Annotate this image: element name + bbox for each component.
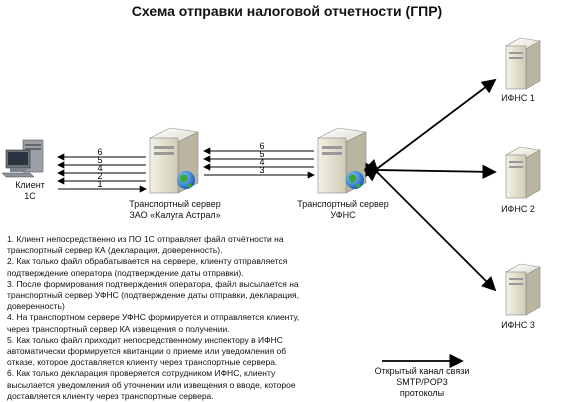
arrow-number-right-0: 6 (259, 141, 264, 151)
server-ufns-icon (317, 127, 367, 194)
server-ka-label: Транспортный сервер ЗАО «Калуга Астрал» (120, 199, 230, 221)
ifns3-server-icon (505, 263, 541, 316)
channel-legend-line3: протоколы (399, 388, 445, 398)
channel-legend-line1: Открытый канал связи (374, 366, 470, 376)
server-ka-label-line1: Транспортный сервер (129, 199, 221, 209)
step-item: 5. Как только файл приходит непосредстве… (7, 334, 287, 368)
server-ufns-label: Транспортный сервер УФНС (288, 199, 398, 221)
arrow-number-left-2: 4 (97, 163, 102, 173)
arrow-number-right-1: 5 (259, 149, 264, 159)
client-computer-icon (1, 139, 44, 178)
ifns2-server-icon (505, 146, 541, 199)
arrows-client-ka (57, 153, 147, 193)
ifns3-label: ИФНС 3 (501, 320, 535, 330)
arrow-number-left-0: 6 (97, 147, 102, 157)
ifns1-server-icon (505, 37, 541, 90)
arrow-number-left-3: 2 (97, 171, 102, 181)
arrows-ufns-ifns (363, 78, 497, 292)
diagram-title: Схема отправки налоговой отчетности (ГПР… (131, 3, 443, 19)
arrows-ka-ufns (203, 147, 315, 179)
steps-description: 1. Клиент непосредственно из ПО 1С отпра… (7, 234, 309, 402)
arrow-number-right-3: 3 (259, 165, 264, 175)
step-item: 6. Как только декларация проверяется сот… (7, 368, 296, 401)
channel-legend-label: Открытый канал связи SMTP/POP3 протоколы (370, 366, 474, 399)
channel-legend-line2: SMTP/POP3 (396, 377, 448, 387)
arrow-number-left-1: 5 (97, 155, 102, 165)
arrow-number-right-2: 4 (259, 157, 264, 167)
server-ufns-label-line1: Транспортный сервер (297, 199, 389, 209)
server-ufns-label-line2: УФНС (330, 210, 356, 220)
server-ka-label-line2: ЗАО «Калуга Астрал» (129, 210, 221, 220)
server-ka-icon (149, 127, 199, 194)
step-item: 3. После формирования подтверждения опер… (7, 278, 300, 312)
step-item: 4. На транспортном сервере УФНС формируе… (7, 312, 300, 334)
ifns2-label: ИФНС 2 (501, 204, 535, 214)
client-label-line1: Клиент (15, 180, 45, 190)
step-item: 1. Клиент непосредственно из ПО 1С отпра… (7, 234, 284, 256)
client-label: Клиент 1С (10, 180, 50, 202)
step-item: 2. Как только файл обрабатывается на сер… (7, 256, 288, 278)
ifns1-label: ИФНС 1 (501, 93, 535, 103)
client-label-line2: 1С (24, 191, 36, 201)
arrow-number-left-4: 1 (97, 179, 102, 189)
